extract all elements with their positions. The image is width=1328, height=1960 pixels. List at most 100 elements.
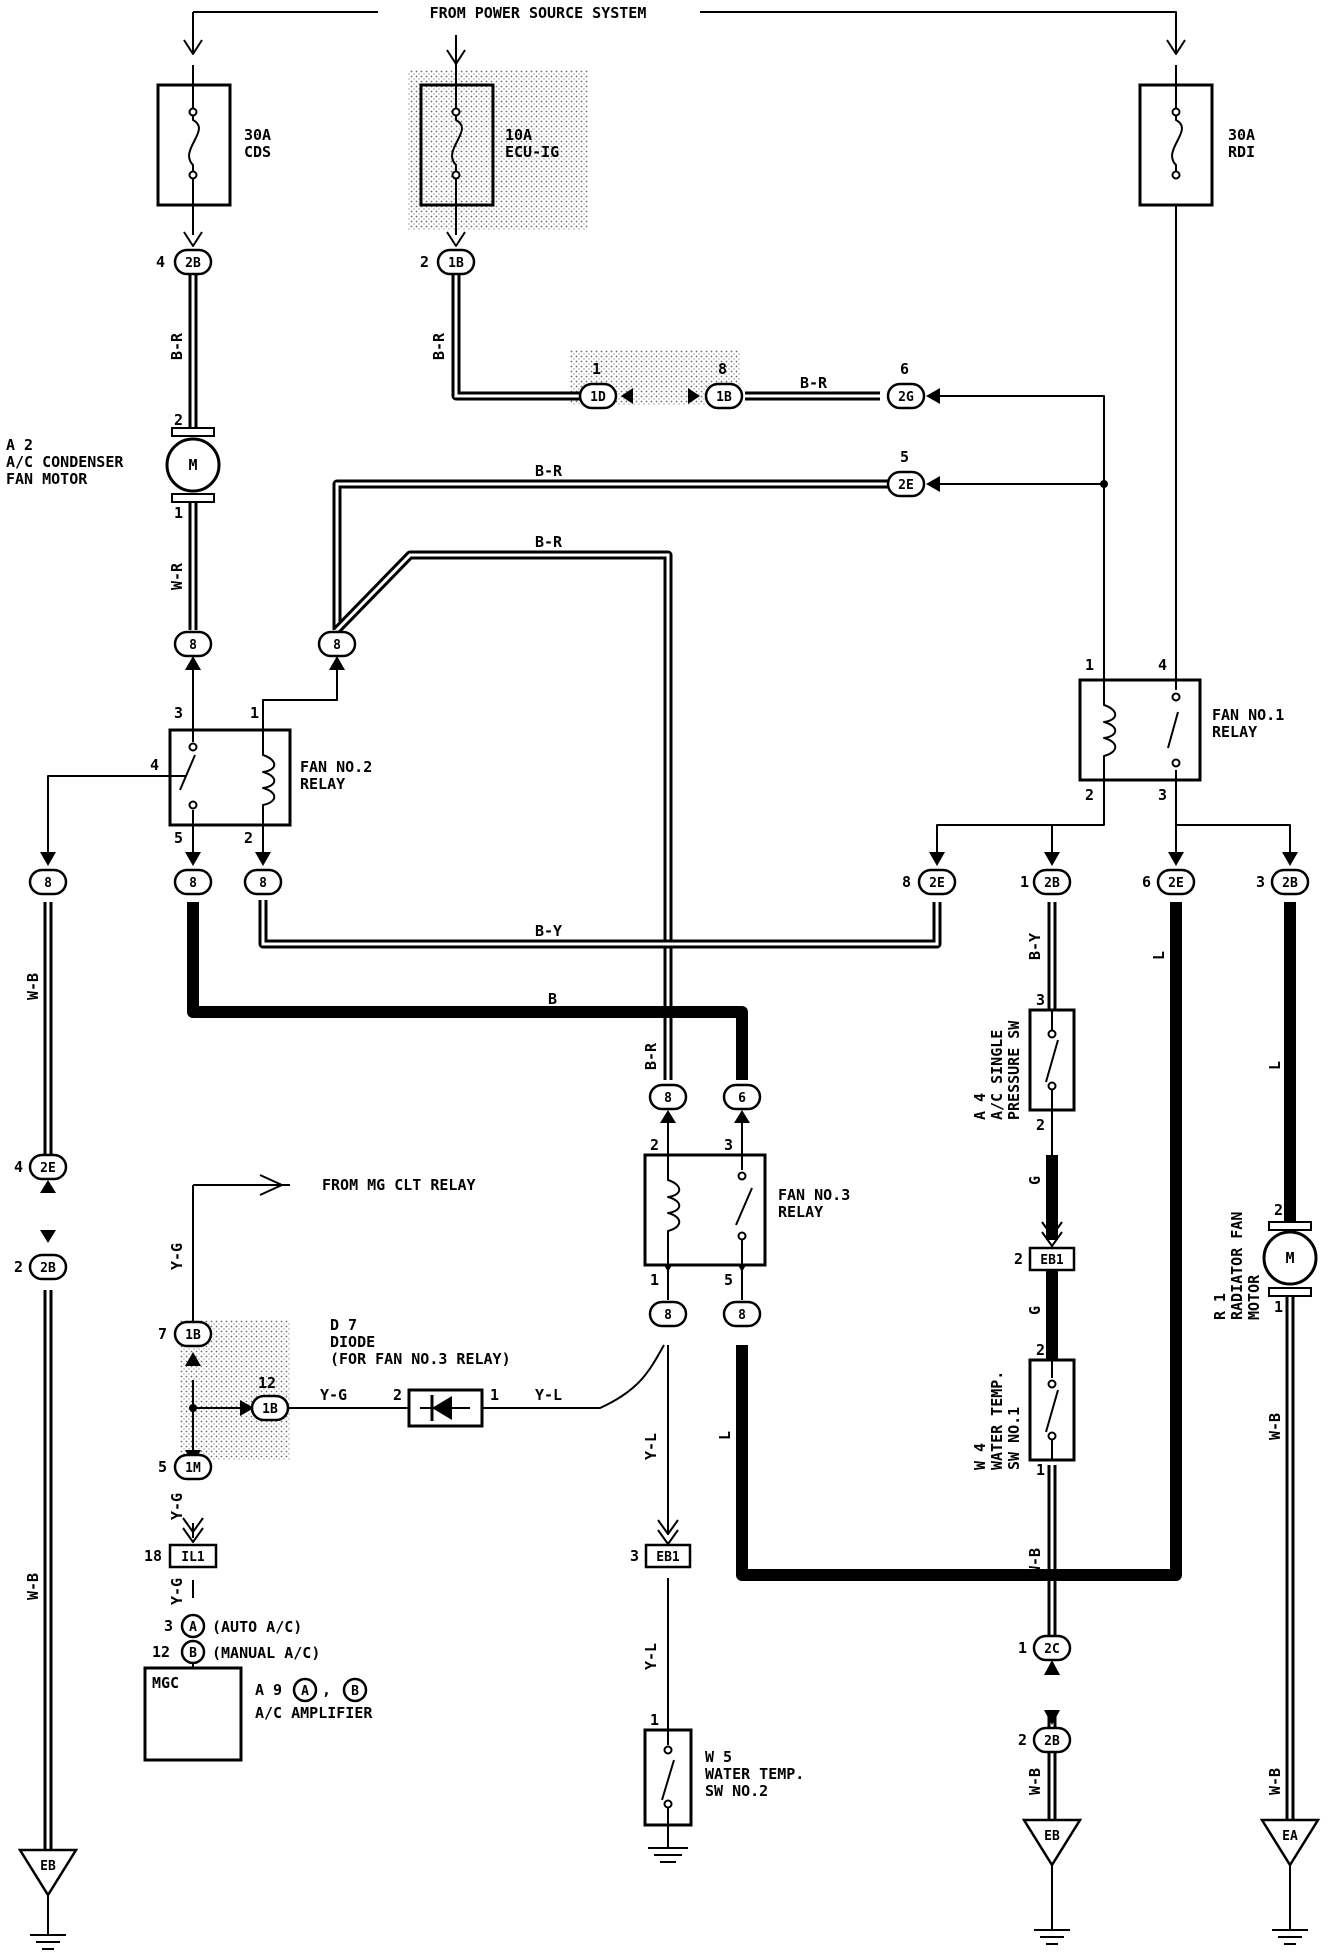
- pin-number: 3: [724, 1136, 733, 1154]
- wire-wb: W-B: [1026, 1768, 1044, 1795]
- connector-8-fan3-br: 8: [648, 1083, 688, 1111]
- pin-number: 3: [1256, 873, 1265, 891]
- wire-l: L: [716, 1431, 734, 1440]
- wire-wr: W-R: [168, 562, 186, 590]
- d7-ref: D 7: [330, 1316, 357, 1334]
- motor-m-label: M: [1285, 1249, 1294, 1267]
- connector-label: 8: [259, 876, 267, 891]
- fuse-rdi: 30A RDI: [1138, 65, 1255, 207]
- connector-label: 8: [738, 1308, 746, 1323]
- fuse-ecu-ig: 10A ECU-IG: [419, 70, 559, 235]
- w4-ref: W 4: [971, 1443, 989, 1470]
- pin-number: 3: [164, 1617, 173, 1635]
- pin-number: 12: [152, 1643, 170, 1661]
- connector-label: 6: [738, 1091, 746, 1106]
- wire-br: B-R: [430, 332, 448, 360]
- a2-label-1: A/C CONDENSER: [6, 453, 124, 471]
- connector-2E-left: 2E: [28, 1153, 68, 1181]
- wire-by: B-Y: [535, 922, 562, 940]
- w5-temp-switch: W 5 WATER TEMP. SW NO.2: [643, 1728, 804, 1848]
- connector-label: A: [189, 1620, 197, 1635]
- fuse-rdi-name: RDI: [1228, 143, 1255, 161]
- a4-ref: A 4: [971, 1093, 989, 1120]
- connector-label: 2E: [898, 478, 914, 493]
- connector-label: 2E: [1168, 876, 1184, 891]
- connector-8-a2: 8: [173, 630, 213, 658]
- fuse-rdi-amp: 30A: [1228, 126, 1255, 144]
- wire-br: B-R: [535, 533, 563, 551]
- pin-number: 1: [592, 360, 601, 378]
- connector-label: 2B: [40, 1261, 56, 1276]
- pin-number: 8: [902, 873, 911, 891]
- wire-wb: W-B: [24, 973, 42, 1000]
- wire-yg: Y-G: [320, 1386, 347, 1404]
- ground-ea: EA: [1259, 1818, 1321, 1945]
- auto-ac-label: (AUTO A/C): [212, 1618, 302, 1636]
- connector-label: 2B: [1282, 876, 1298, 891]
- connector-1D: 1D: [578, 382, 618, 410]
- a9-label: A/C AMPLIFIER: [255, 1704, 373, 1722]
- connector-label: EB1: [656, 1550, 680, 1565]
- pin-number: 1: [174, 504, 183, 522]
- wire-wb: W-B: [1266, 1413, 1284, 1440]
- mg-clt-relay-label: FROM MG CLT RELAY: [322, 1176, 476, 1194]
- fan1-label-1: FAN NO.1: [1212, 706, 1284, 724]
- fan1-label-2: RELAY: [1212, 723, 1257, 741]
- fan2-label-2: RELAY: [300, 775, 345, 793]
- pin-number: 2: [1018, 1731, 1027, 1749]
- pin-number: 1: [1274, 1298, 1283, 1316]
- connector-2B-r1: 2B: [1270, 868, 1310, 896]
- pin-number: 8: [718, 360, 727, 378]
- pin-number: 5: [158, 1458, 167, 1476]
- w5-ref: W 5: [705, 1748, 732, 1766]
- connector-8-left: 8: [28, 868, 68, 896]
- wire-yg: Y-G: [168, 1493, 186, 1520]
- wire-g: G: [1026, 1306, 1044, 1315]
- r1-label-2: MOTOR: [1245, 1274, 1263, 1320]
- connector-label: 1B: [448, 256, 464, 271]
- a9-ac-amplifier: MGC A 9 , A/C AMPLIFIER (AUTO A/C) (MANU…: [143, 1618, 373, 1762]
- ground-label: EB: [1044, 1829, 1060, 1844]
- pin-number: 2: [1085, 786, 1094, 804]
- connector-8-fan2-pin2: 8: [243, 868, 283, 896]
- a4-label-1: A/C SINGLE: [988, 1030, 1006, 1120]
- connector-2G: 2G: [886, 382, 926, 410]
- connector-label: B: [189, 1646, 197, 1661]
- connector-2B-left: 2B: [28, 1253, 68, 1281]
- connector-label: 1D: [590, 390, 606, 405]
- connector-B-manual: B: [180, 1639, 206, 1665]
- pin-number: 2: [393, 1386, 402, 1404]
- connector-label: 2B: [1044, 1734, 1060, 1749]
- connector-2C: 2C: [1032, 1634, 1072, 1662]
- a2-ref: A 2: [6, 436, 33, 454]
- connector-6-fan3-b: 6: [722, 1083, 762, 1111]
- wire-yl: Y-L: [642, 1643, 660, 1670]
- pin-number: 2: [174, 411, 183, 429]
- pin-number: 6: [1142, 873, 1151, 891]
- wire-l: L: [1266, 1061, 1284, 1070]
- connector-label: 1B: [185, 1328, 201, 1343]
- w4-label-1: WATER TEMP.: [988, 1371, 1006, 1470]
- power-source-line: FROM POWER SOURCE SYSTEM: [183, 4, 1186, 70]
- power-source-label: FROM POWER SOURCE SYSTEM: [430, 4, 647, 22]
- connector-label: 8: [189, 876, 197, 891]
- a9-comma: ,: [322, 1681, 331, 1699]
- fuse-cds: 30A CDS: [156, 65, 271, 235]
- connector-label: 8: [44, 876, 52, 891]
- connector-1B-yg: 1B: [173, 1320, 213, 1348]
- connector-1B-ecu: 1B: [436, 248, 476, 276]
- pin-number: 2: [650, 1136, 659, 1154]
- fuse-cds-name: CDS: [244, 143, 271, 161]
- motor-a2: M A 2 A/C CONDENSER FAN MOTOR: [6, 427, 221, 503]
- connector-label: 2G: [898, 390, 914, 405]
- connector-2B-w4: 2B: [1032, 1726, 1072, 1754]
- fuse-cds-amp: 30A: [244, 126, 271, 144]
- wire-yl: Y-L: [642, 1433, 660, 1460]
- a4-label-2: PRESSURE SW: [1005, 1020, 1023, 1120]
- connector-A-ref: A: [292, 1677, 318, 1703]
- connector-label: IL1: [181, 1550, 205, 1565]
- w5-label-2: SW NO.2: [705, 1782, 768, 1800]
- pin-number: 6: [900, 360, 909, 378]
- connector-label: 2C: [1044, 1642, 1060, 1657]
- wire-br: B-R: [535, 462, 563, 480]
